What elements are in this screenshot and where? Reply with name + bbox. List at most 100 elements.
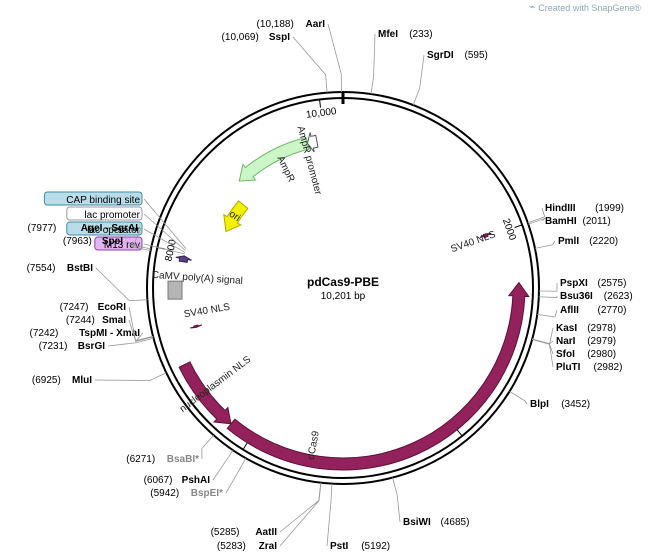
site-sgrdi[interactable]: SgrDI (595) — [412, 50, 488, 106]
feature-sv40-nls-left — [190, 324, 202, 329]
site-agei-sgrai[interactable]: AgeI - SgrAI (7977) — [27, 223, 152, 250]
site-leader-aflii — [537, 309, 558, 318]
site-pos-sspi: (10,069) — [222, 32, 259, 43]
site-name-mfei: MfeI — [378, 29, 398, 40]
tick-10000 — [319, 99, 322, 108]
side-box-m13-rev — [94, 236, 143, 251]
site-leader-sgrdi — [412, 54, 425, 106]
side-leader-lac-operator — [143, 228, 186, 253]
site-pspxi[interactable]: PspXI (2575) — [538, 278, 627, 292]
site-name-hindiii: HindIII — [545, 203, 576, 214]
site-pos-aatii: (5285) — [211, 527, 240, 538]
site-pos-pspxi: (2575) — [598, 278, 627, 289]
brand-text: Created with SnapGene® — [538, 2, 641, 13]
site-mfei[interactable]: MfeI (233) — [370, 29, 433, 95]
site-ecori[interactable]: EcoRI(7247) — [60, 302, 154, 342]
site-bsabi[interactable]: BsaBI*(6271) — [126, 434, 214, 465]
tick-2000 — [514, 224, 523, 228]
site-pos-pluti: (2982) — [594, 362, 623, 373]
side-label-m13-rev: M13 rev — [104, 240, 140, 251]
site-pos-bspei: (5942) — [150, 488, 179, 499]
site-pos-sgrdi: (595) — [465, 50, 488, 61]
site-name-sgrdi: SgrDI — [427, 50, 454, 61]
tick-6000 — [242, 442, 248, 450]
site-name-bsu36i: Bsu36I — [560, 291, 593, 302]
site-pos-pmli: (2220) — [589, 236, 618, 247]
site-bstbi[interactable]: BstBI(7554) — [27, 263, 148, 302]
site-sspi[interactable]: SspI (10,069) — [222, 32, 328, 93]
site-name-ecori: EcoRI — [98, 302, 127, 313]
tick-4000 — [456, 429, 463, 437]
site-blpi[interactable]: BlpI(3452) — [509, 391, 591, 410]
site-zrai[interactable]: ZraI(5283) — [217, 482, 322, 552]
site-mlui[interactable]: MluI(6925) — [32, 372, 167, 386]
site-name-sspi: SspI — [269, 32, 290, 43]
site-spei[interactable]: SpeI(7963) — [63, 236, 151, 251]
site-leader-hindiii — [527, 207, 546, 224]
site-leader-pspxi — [538, 282, 558, 292]
site-name-sfoi: SfoI — [556, 349, 575, 360]
site-bspei[interactable]: BspEI*(5942) — [150, 458, 247, 499]
label-sv40-nls-left: SV40 NLS — [183, 302, 231, 321]
site-aatii[interactable]: AatII(5285) — [211, 482, 322, 538]
site-leader-agei-sgrai — [132, 227, 152, 250]
site-pluti[interactable]: PluTI(2982) — [532, 339, 623, 373]
site-name-pmli: PmlI — [558, 236, 579, 247]
site-leader-mfei — [370, 33, 376, 95]
site-name-aflii: AflII — [560, 305, 579, 316]
feature-nucleoplasmin-nls — [178, 361, 232, 425]
feature-ampr — [238, 136, 310, 182]
site-pos-hindiii: (1999) — [595, 203, 624, 214]
side-label-lac-promoter: lac promoter — [84, 210, 140, 221]
site-pos-agei-sgrai: (7977) — [27, 223, 56, 234]
site-aflii[interactable]: AflII(2770) — [537, 305, 626, 318]
site-leader-zrai — [279, 482, 322, 547]
site-name-nari: NarI — [556, 336, 576, 347]
site-pmli[interactable]: PmlI (2220) — [534, 236, 618, 249]
site-leader-sspi — [292, 36, 328, 93]
site-leader-mlui — [94, 372, 167, 381]
site-pos-zrai: (5283) — [217, 541, 246, 552]
site-pshai[interactable]: PshAI(6067) — [144, 450, 234, 486]
site-pos-bsu36i: (2623) — [604, 291, 633, 302]
site-aari[interactable]: AarI(10,188) — [257, 19, 342, 93]
feature-small-terminator — [167, 280, 183, 300]
feature-ampr-promoter — [306, 132, 319, 153]
site-name-bamhi: BamHI — [545, 216, 577, 227]
site-bsu36i[interactable]: Bsu36I (2623) — [538, 291, 633, 302]
site-name-pspxi: PspXI — [560, 278, 588, 289]
site-leader-bsrgi — [107, 337, 154, 347]
label-sv40-nls-right: SV40 NLS — [449, 229, 497, 255]
site-name-smai: SmaI — [102, 315, 126, 326]
site-leader-bstbi — [95, 267, 148, 302]
site-leader-pmli — [534, 240, 556, 249]
site-leader-spei — [125, 240, 151, 251]
site-leader-pluti — [532, 339, 554, 368]
site-bsiwi[interactable]: BsiWI(4685) — [392, 477, 470, 528]
site-name-mlui: MluI — [72, 375, 92, 386]
feature-camv-polya — [175, 255, 192, 263]
label-dcas9: dCas9 — [306, 430, 322, 461]
site-pos-sfoi: (2980) — [587, 349, 616, 360]
site-psti[interactable]: PstI(5192) — [326, 483, 390, 552]
tick-label-10000: 10,000 — [305, 106, 337, 121]
label-ampr-promoter: AmpR promoter — [295, 125, 324, 197]
site-bamhi[interactable]: BamHI(2011) — [528, 216, 611, 227]
site-pos-mfei: (233) — [409, 29, 432, 40]
site-name-spei: SpeI — [102, 236, 123, 247]
site-pos-kasi: (2978) — [587, 323, 616, 334]
site-name-bstbi: BstBI — [67, 263, 93, 274]
site-hindiii[interactable]: HindIII (1999) — [527, 203, 624, 224]
site-pos-bsiwi: (4685) — [441, 517, 470, 528]
site-bsrgi[interactable]: BsrGI(7231) — [39, 337, 154, 352]
site-name-tspmi-xmai: TspMI - XmaI — [79, 328, 140, 339]
feature-dcas9 — [226, 281, 530, 471]
label-ori: ori — [227, 209, 242, 224]
site-pos-tspmi-xmai: (7242) — [29, 328, 58, 339]
site-name-agei-sgrai: AgeI - SgrAI — [81, 223, 138, 234]
site-nari[interactable]: NarI (2979) — [532, 336, 616, 347]
site-leader-bspei — [225, 458, 247, 494]
site-pos-nari: (2979) — [587, 336, 616, 347]
